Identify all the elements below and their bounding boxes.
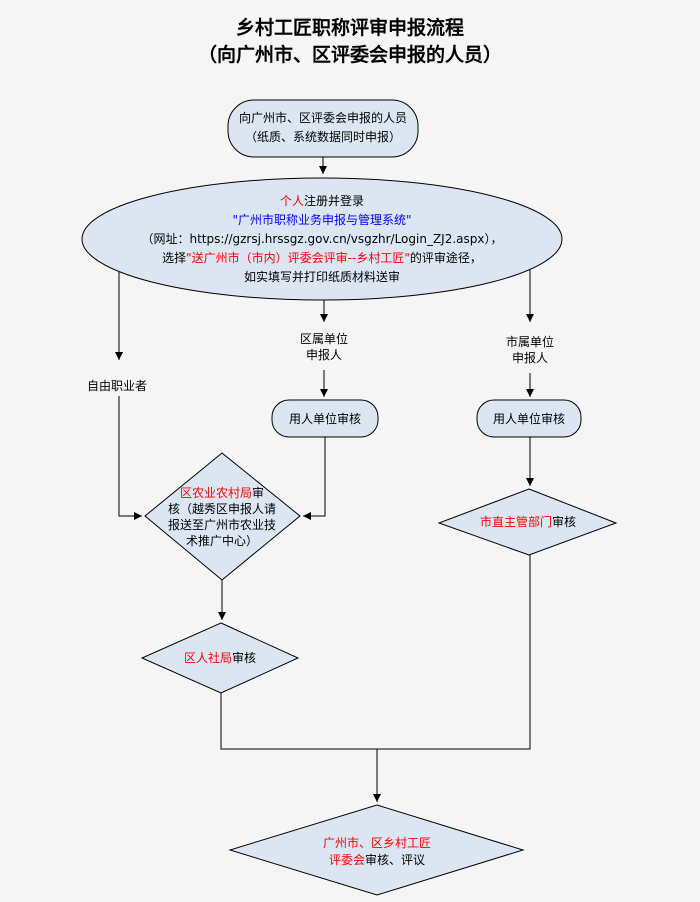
district-agri-red: 区农业农村局 — [179, 486, 252, 500]
district-agri-node: 区农业农村局审 核（越秀区申报人请 报送至广州市农业技 术推广中心） — [157, 485, 287, 549]
register-ellipse-shape — [81, 177, 563, 301]
connector-freelancer-to-agri — [118, 396, 142, 520]
start-node: 向广州市、区评委会申报的人员 （纸质、系统数据同时申报） — [228, 109, 418, 147]
district-agri-line2: 核（越秀区申报人请 — [167, 502, 276, 516]
employer-review-left-node: 用人单位审核 — [288, 412, 361, 426]
city-unit-label-line1: 市属单位 — [505, 335, 554, 349]
page-title-line2: （向广州市、区评委会申报的人员） — [197, 44, 502, 66]
city-dept-diamond-shape — [437, 488, 618, 556]
district-unit-label-line1: 区属单位 — [299, 332, 348, 346]
employer-review-left-shape — [271, 399, 379, 438]
district-hr-rest: 审核 — [232, 651, 257, 665]
connector-employer-left-to-agri — [303, 437, 326, 520]
final-diamond-shape — [228, 804, 525, 896]
start-node-line1: 向广州市、区评委会申报的人员 — [238, 111, 407, 125]
register-line3-url: （网址：https://gzrsj.hrssgz.gov.cn/vsgzhr/L… — [141, 232, 503, 246]
district-unit-label: 区属单位 申报人 — [284, 331, 364, 363]
district-agri-line4: 术推广中心） — [185, 534, 258, 548]
district-hr-diamond-shape — [140, 622, 300, 694]
page-title-line1: 乡村工匠职称评审申报流程 — [235, 17, 464, 39]
register-line5: 如实填写并打印纸质材料送审 — [243, 270, 400, 284]
district-agri-diamond-shape — [144, 452, 301, 581]
register-line4-red: "送广州市（市内）评委会评审--乡村工匠" — [186, 251, 410, 265]
final-line2-red: 评委会 — [328, 853, 365, 867]
district-agri-line1: 区农业农村局审 — [157, 485, 287, 501]
register-line2-system-name: "广州市职称业务申报与管理系统" — [232, 213, 412, 227]
final-line2-rest: 审核、评议 — [365, 853, 426, 867]
register-line4-pre: 选择 — [162, 251, 187, 265]
final-line1-red: 广州市、区乡村工匠 — [322, 836, 431, 850]
city-unit-label-line2: 申报人 — [511, 351, 548, 365]
employer-review-right-shape — [476, 399, 582, 438]
district-unit-label-line2: 申报人 — [305, 348, 342, 362]
freelancer-label: 自由职业者 — [86, 379, 147, 393]
city-dept-red: 市直主管部门 — [479, 515, 552, 529]
city-dept-rest: 审核 — [552, 515, 577, 529]
page-title: 乡村工匠职称评审申报流程 （向广州市、区评委会申报的人员） — [0, 15, 700, 69]
final-line2: 评委会审核、评议 — [297, 852, 457, 869]
register-line4: 选择"送广州市（市内）评委会评审--乡村工匠"的评审途径， — [82, 249, 562, 268]
city-dept-node: 市直主管部门审核 — [458, 515, 598, 529]
register-line4-post: 的评审途径， — [409, 251, 482, 265]
start-terminator-shape — [227, 99, 419, 158]
register-node: 个人注册并登录 "广州市职称业务申报与管理系统" （网址：https://gzr… — [82, 192, 562, 287]
city-unit-label: 市属单位 申报人 — [490, 334, 570, 366]
connector-hr-to-merge — [220, 693, 378, 750]
connector-citydept-to-merge — [377, 555, 531, 750]
register-line1-black: 注册并登录 — [304, 194, 365, 208]
district-hr-node: 区人社局审核 — [160, 651, 280, 665]
district-agri-line3: 报送至广州市农业技 — [167, 518, 276, 532]
start-node-line2: （纸质、系统数据同时申报） — [244, 130, 401, 144]
final-node: 广州市、区乡村工匠 评委会审核、评议 — [297, 835, 457, 869]
register-line1-red: 个人 — [279, 194, 304, 208]
district-agri-line1-rest: 审 — [252, 486, 265, 500]
register-line1: 个人注册并登录 — [82, 192, 562, 211]
employer-review-right-node: 用人单位审核 — [492, 412, 565, 426]
district-hr-red: 区人社局 — [183, 651, 232, 665]
